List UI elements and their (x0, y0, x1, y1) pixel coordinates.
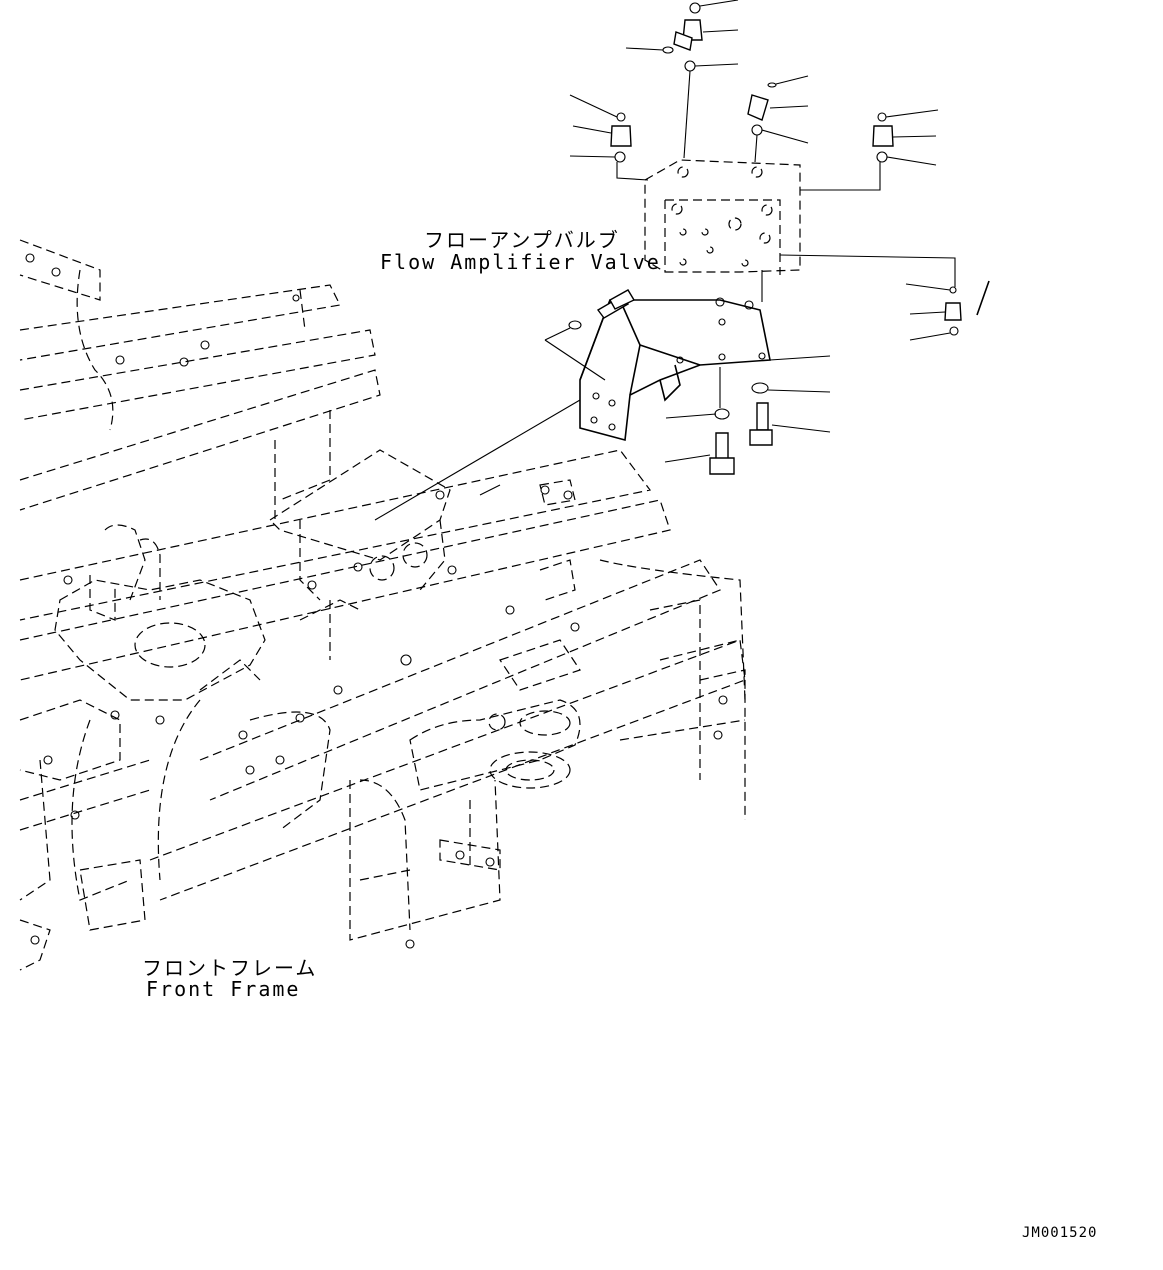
front-frame-label-en: Front Frame (146, 977, 301, 1001)
valve-fittings (568, 2, 990, 475)
flow-amplifier-valve-label-en: Flow Amplifier Valve (380, 250, 661, 274)
flow-amplifier-valve-label-jp: フローアンプバルブ (424, 228, 620, 252)
drawing-code: JM001520 (1022, 1225, 1098, 1241)
front-frame-label-jp: フロントフレーム (142, 956, 318, 980)
callout-leader-lines (479, 0, 951, 496)
valve-mounting-bracket (374, 297, 771, 521)
flow-amplifier-valve-block (644, 159, 801, 275)
front-frame-drawing (19, 239, 746, 971)
